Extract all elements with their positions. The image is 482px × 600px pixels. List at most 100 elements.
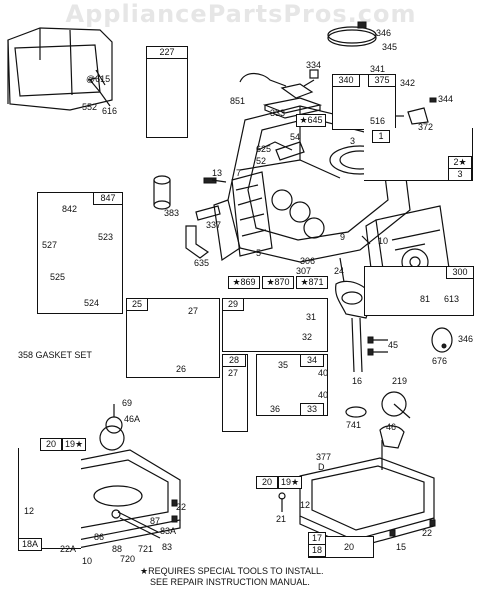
part-label-22b: 22 xyxy=(422,528,433,538)
part-label-21: 21 xyxy=(276,514,287,524)
part-label-676: 676 xyxy=(432,356,448,366)
part-label-46a: 46A xyxy=(124,414,141,424)
part-label-12a: 12 xyxy=(24,506,35,516)
box-25 xyxy=(126,298,220,378)
part-label-12b: 12 xyxy=(300,500,311,510)
part-label-524: 524 xyxy=(84,298,100,308)
part-label-40b: 40 xyxy=(318,390,329,400)
part-label-346: 346 xyxy=(376,28,392,38)
part-label-613: 613 xyxy=(444,294,460,304)
gasket-set-label: 358 GASKET SET xyxy=(18,350,92,360)
part-label-54: 54 xyxy=(290,132,301,142)
part-label-525: 525 xyxy=(50,272,66,282)
box-label-871: ★871 xyxy=(296,276,328,289)
part-label-3b: 3 xyxy=(350,136,356,146)
part-21-bolt xyxy=(278,492,286,512)
part-label-372: 372 xyxy=(418,122,434,132)
part-label-307: 307 xyxy=(296,266,312,276)
part-label-7: 7 xyxy=(236,168,242,178)
footnote-line-2: SEE REPAIR INSTRUCTION MANUAL. xyxy=(150,577,310,587)
box-label-18: 18 xyxy=(308,544,326,557)
part-label-15: 15 xyxy=(396,542,407,552)
bolts-22 xyxy=(171,499,436,537)
part-label-10b: 10 xyxy=(82,556,93,566)
box-label-645: ★645 xyxy=(296,114,326,127)
part-label-721: 721 xyxy=(138,544,154,554)
box-label-3: 3 xyxy=(448,168,472,181)
part-337-spark-plug xyxy=(185,205,221,259)
box-label-20b: 20 xyxy=(256,476,278,489)
cylinder-head xyxy=(231,171,325,257)
part-label-86: 86 xyxy=(94,532,105,542)
box-label-847: 847 xyxy=(93,192,123,205)
part-label-22c: 22A xyxy=(60,544,77,554)
part-label-720: 720 xyxy=(120,554,136,564)
part-372-switch xyxy=(407,97,437,125)
part-label-83: 83 xyxy=(162,542,173,552)
box-label-29: 29 xyxy=(222,298,244,311)
box-label-227: 227 xyxy=(146,46,188,59)
part-label-27b: 27 xyxy=(228,368,239,378)
box-label-869: ★869 xyxy=(228,276,260,289)
part-label-333: 333 xyxy=(270,108,286,118)
part-label-516: 516 xyxy=(370,116,386,126)
box-label-19a: 19★ xyxy=(62,438,86,451)
watermark: AppliancePartsPros.com xyxy=(65,0,417,28)
air-cleaner xyxy=(239,69,323,119)
part-label-27a: 27 xyxy=(188,306,199,316)
part-383-sleeve xyxy=(153,175,217,210)
part-label-83a: 83A xyxy=(160,526,177,536)
part-label-81: 81 xyxy=(420,294,431,304)
part-label-635: 635 xyxy=(194,258,210,268)
part-label-344: 344 xyxy=(438,94,454,104)
box-label-34: 34 xyxy=(300,354,324,367)
part-label-10: 10 xyxy=(378,236,389,246)
box-label-300: 300 xyxy=(446,266,474,279)
box-label-25: 25 xyxy=(126,298,148,311)
part-label-87: 87 xyxy=(150,516,161,526)
part-label-22a: 22 xyxy=(176,502,187,512)
part-label-16: 16 xyxy=(352,376,363,386)
part-label-334: 334 xyxy=(306,60,322,70)
footnote-line-1: ★REQUIRES SPECIAL TOOLS TO INSTALL. xyxy=(140,566,324,576)
part-45-screws xyxy=(367,336,388,356)
part-label-345: 345 xyxy=(382,42,398,52)
part-label-616: 616 xyxy=(102,106,118,116)
part-label-31: 31 xyxy=(306,312,317,322)
part-label-35: 35 xyxy=(278,360,289,370)
part-label-69: 69 xyxy=(122,398,133,408)
blower-housing xyxy=(7,27,113,111)
part-label-377: 377 xyxy=(316,452,332,462)
box-227 xyxy=(146,46,188,138)
part-label-615: @615 xyxy=(86,74,111,84)
part-label-741: 741 xyxy=(346,420,362,430)
box-28 xyxy=(222,354,248,432)
part-label-88: 88 xyxy=(112,544,123,554)
part-label-40a: 40 xyxy=(318,368,329,378)
box-847 xyxy=(37,192,123,314)
box-label-870: ★870 xyxy=(262,276,294,289)
part-676-plug xyxy=(431,327,453,353)
part-label-32: 32 xyxy=(302,332,313,342)
part-label-24: 24 xyxy=(334,266,345,276)
part-label-26: 26 xyxy=(176,364,187,374)
part-label-523: 523 xyxy=(98,232,114,242)
part-label-36: 36 xyxy=(270,404,281,414)
part-label-383: 383 xyxy=(164,208,180,218)
part-label-52: 52 xyxy=(256,156,267,166)
governor-shaft xyxy=(111,509,161,539)
box-label-20a: 20 xyxy=(40,438,62,451)
governor-gear xyxy=(99,404,125,451)
part-615-bracket xyxy=(89,69,111,107)
box-label-19b: 19★ xyxy=(278,476,302,489)
part-label-45: 45 xyxy=(388,340,399,350)
part-label-842: 842 xyxy=(62,204,78,214)
part-label-9: 9 xyxy=(340,232,346,242)
box-label-20c: 20 xyxy=(344,542,355,552)
part-label-341: 341 xyxy=(370,64,386,74)
box-label-33: 33 xyxy=(300,403,324,416)
part-345-flywheel-nut xyxy=(327,21,377,47)
part-label-342: 342 xyxy=(400,78,416,88)
part-label-D: D xyxy=(318,462,325,472)
